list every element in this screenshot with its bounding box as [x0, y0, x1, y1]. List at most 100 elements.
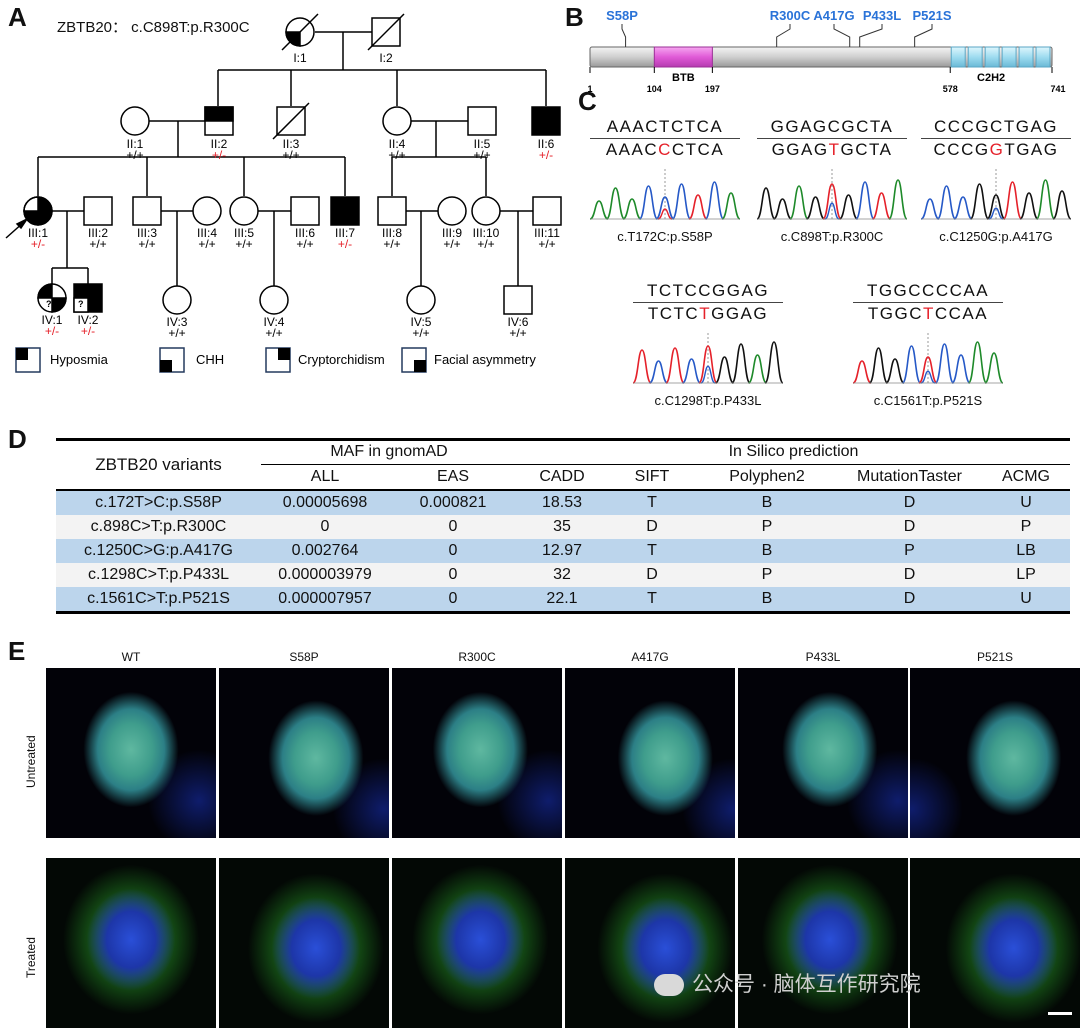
- variant-name-cell: c.1561C>T:p.P521S: [56, 587, 261, 613]
- chromatogram-peak-secondary: [700, 365, 716, 384]
- mutated-base: T: [828, 140, 841, 159]
- chromatogram-peak: [967, 341, 988, 384]
- microscopy-image: [565, 668, 735, 838]
- genotype-carrier: +/-: [212, 148, 226, 162]
- chromatogram-peak: [951, 354, 971, 384]
- microscopy-column-label: WT: [121, 650, 141, 664]
- pedigree-symbol-female: [120, 106, 150, 136]
- pedigree-symbol-male: [467, 106, 497, 136]
- chromatogram-peak: [986, 194, 1006, 220]
- chromatogram-peak: [789, 185, 809, 220]
- table-cell: P: [837, 539, 982, 563]
- microscopy-image: [392, 668, 562, 838]
- microscopy-image: [392, 858, 562, 1028]
- variant-prediction-table: ZBTB20 variants MAF in gnomAD In Silico …: [56, 440, 1070, 614]
- microscopy-image: [565, 858, 735, 1028]
- legend-label: Hyposmia: [50, 352, 109, 367]
- variant-notation: c.T172C:p.S58P: [617, 229, 713, 244]
- table-cell: 0: [389, 515, 517, 539]
- table-cell: 12.97: [517, 539, 607, 563]
- chromatogram-peak: [704, 181, 725, 220]
- panel-label-a: A: [8, 2, 27, 32]
- microscopy-column-label: R300C: [458, 650, 496, 664]
- chromatogram-peak: [757, 187, 776, 220]
- variant-label: S58P: [606, 8, 638, 23]
- chromatogram-peak: [1002, 181, 1023, 220]
- table-cell: T: [607, 587, 697, 613]
- genotype: +/+: [509, 326, 526, 340]
- mutated-base: G: [989, 140, 1005, 159]
- reference-sequence: TGGCCCCAA: [853, 280, 1003, 303]
- chromatogram-peak-secondary: [920, 370, 936, 384]
- table-cell: D: [607, 563, 697, 587]
- chromatogram-peak: [748, 354, 767, 384]
- scale-bar: [1048, 1012, 1072, 1015]
- individual-id: III:10: [473, 226, 500, 240]
- individual-id: III:1: [28, 226, 48, 240]
- individual-id: II:2: [211, 137, 228, 151]
- pedigree-symbol-male: [503, 285, 533, 315]
- table-cell: 35: [517, 515, 607, 539]
- pedigree-chart: ? ? I:1 I:2 II:1 +/+ II:2 +/- II:3 +/+ I…: [5, 13, 562, 373]
- pedigree-symbol-female: [259, 285, 289, 315]
- table-cell: 0.000003979: [261, 563, 389, 587]
- individual-id: II:4: [389, 137, 406, 151]
- variant-label: A417G: [813, 8, 854, 23]
- table-col-eas: EAS: [436, 468, 469, 485]
- zinc-finger-repeat: [1018, 46, 1034, 68]
- position-label: 741: [1050, 84, 1065, 94]
- chromatogram-peak: [731, 343, 751, 384]
- chromatogram-peak: [872, 192, 891, 220]
- pedigree-variant-label: ZBTB20： c.C898T:p.R300C: [57, 19, 250, 36]
- genotype-carrier: +/-: [81, 324, 95, 338]
- variant-notation: c.C898T:p.R300C: [780, 229, 884, 244]
- zinc-finger-repeat: [967, 46, 983, 68]
- microscopy-image: [910, 668, 1080, 838]
- microscopy-column-label: P521S: [976, 650, 1014, 664]
- chromatogram-peak: [655, 196, 675, 220]
- genotype-carrier: +/-: [338, 237, 352, 251]
- table-cell: 0: [389, 587, 517, 613]
- mutated-base: C: [658, 140, 672, 159]
- pedigree-symbol-female: [406, 285, 436, 315]
- table-cell: B: [697, 490, 837, 515]
- genotype: +/+: [473, 148, 490, 162]
- individual-id: III:6: [295, 226, 315, 240]
- microscopy-image: [219, 858, 389, 1028]
- genotype: +/+: [138, 237, 155, 251]
- individual-id: III:8: [382, 226, 402, 240]
- mutant-sequence: GGAGTGCTA: [771, 140, 893, 159]
- individual-id: IV:5: [411, 315, 432, 329]
- chromatogram-peak: [885, 358, 905, 384]
- individual-id: IV:6: [508, 315, 529, 329]
- chromatogram-peak: [682, 358, 701, 384]
- pedigree-symbol-male: [377, 196, 407, 226]
- individual-id: IV:2: [78, 313, 99, 327]
- variant-label: P433L: [863, 8, 901, 23]
- pedigree-symbol-female: [471, 196, 501, 226]
- individual-id: IV:4: [264, 315, 285, 329]
- microscopy-image: [738, 668, 908, 838]
- panel-label-d: D: [8, 424, 27, 454]
- mutant-sequence: TCTCTGGAG: [647, 304, 769, 323]
- table-cell: 0.002764: [261, 539, 389, 563]
- mutated-base: T: [699, 304, 712, 323]
- table-cell: 0.000007957: [261, 587, 389, 613]
- variant-leader-line: [621, 24, 627, 47]
- chromatogram-peak: [984, 352, 1003, 384]
- microscopy-image: [738, 858, 908, 1028]
- chromatogram-peak: [605, 187, 626, 220]
- table-col-cadd: CADD: [539, 468, 585, 485]
- pedigree-symbol-male-deceased: [272, 102, 310, 140]
- microscopy-image: [910, 858, 1080, 1028]
- chromatogram-peak: [698, 345, 718, 384]
- reference-sequence: TCTCCGGAG: [633, 280, 783, 303]
- legend-label: CHH: [196, 352, 224, 367]
- individual-id: I:2: [379, 51, 393, 65]
- individual-id: I:1: [293, 51, 307, 65]
- reference-sequence: CCCGCTGAG: [921, 116, 1071, 139]
